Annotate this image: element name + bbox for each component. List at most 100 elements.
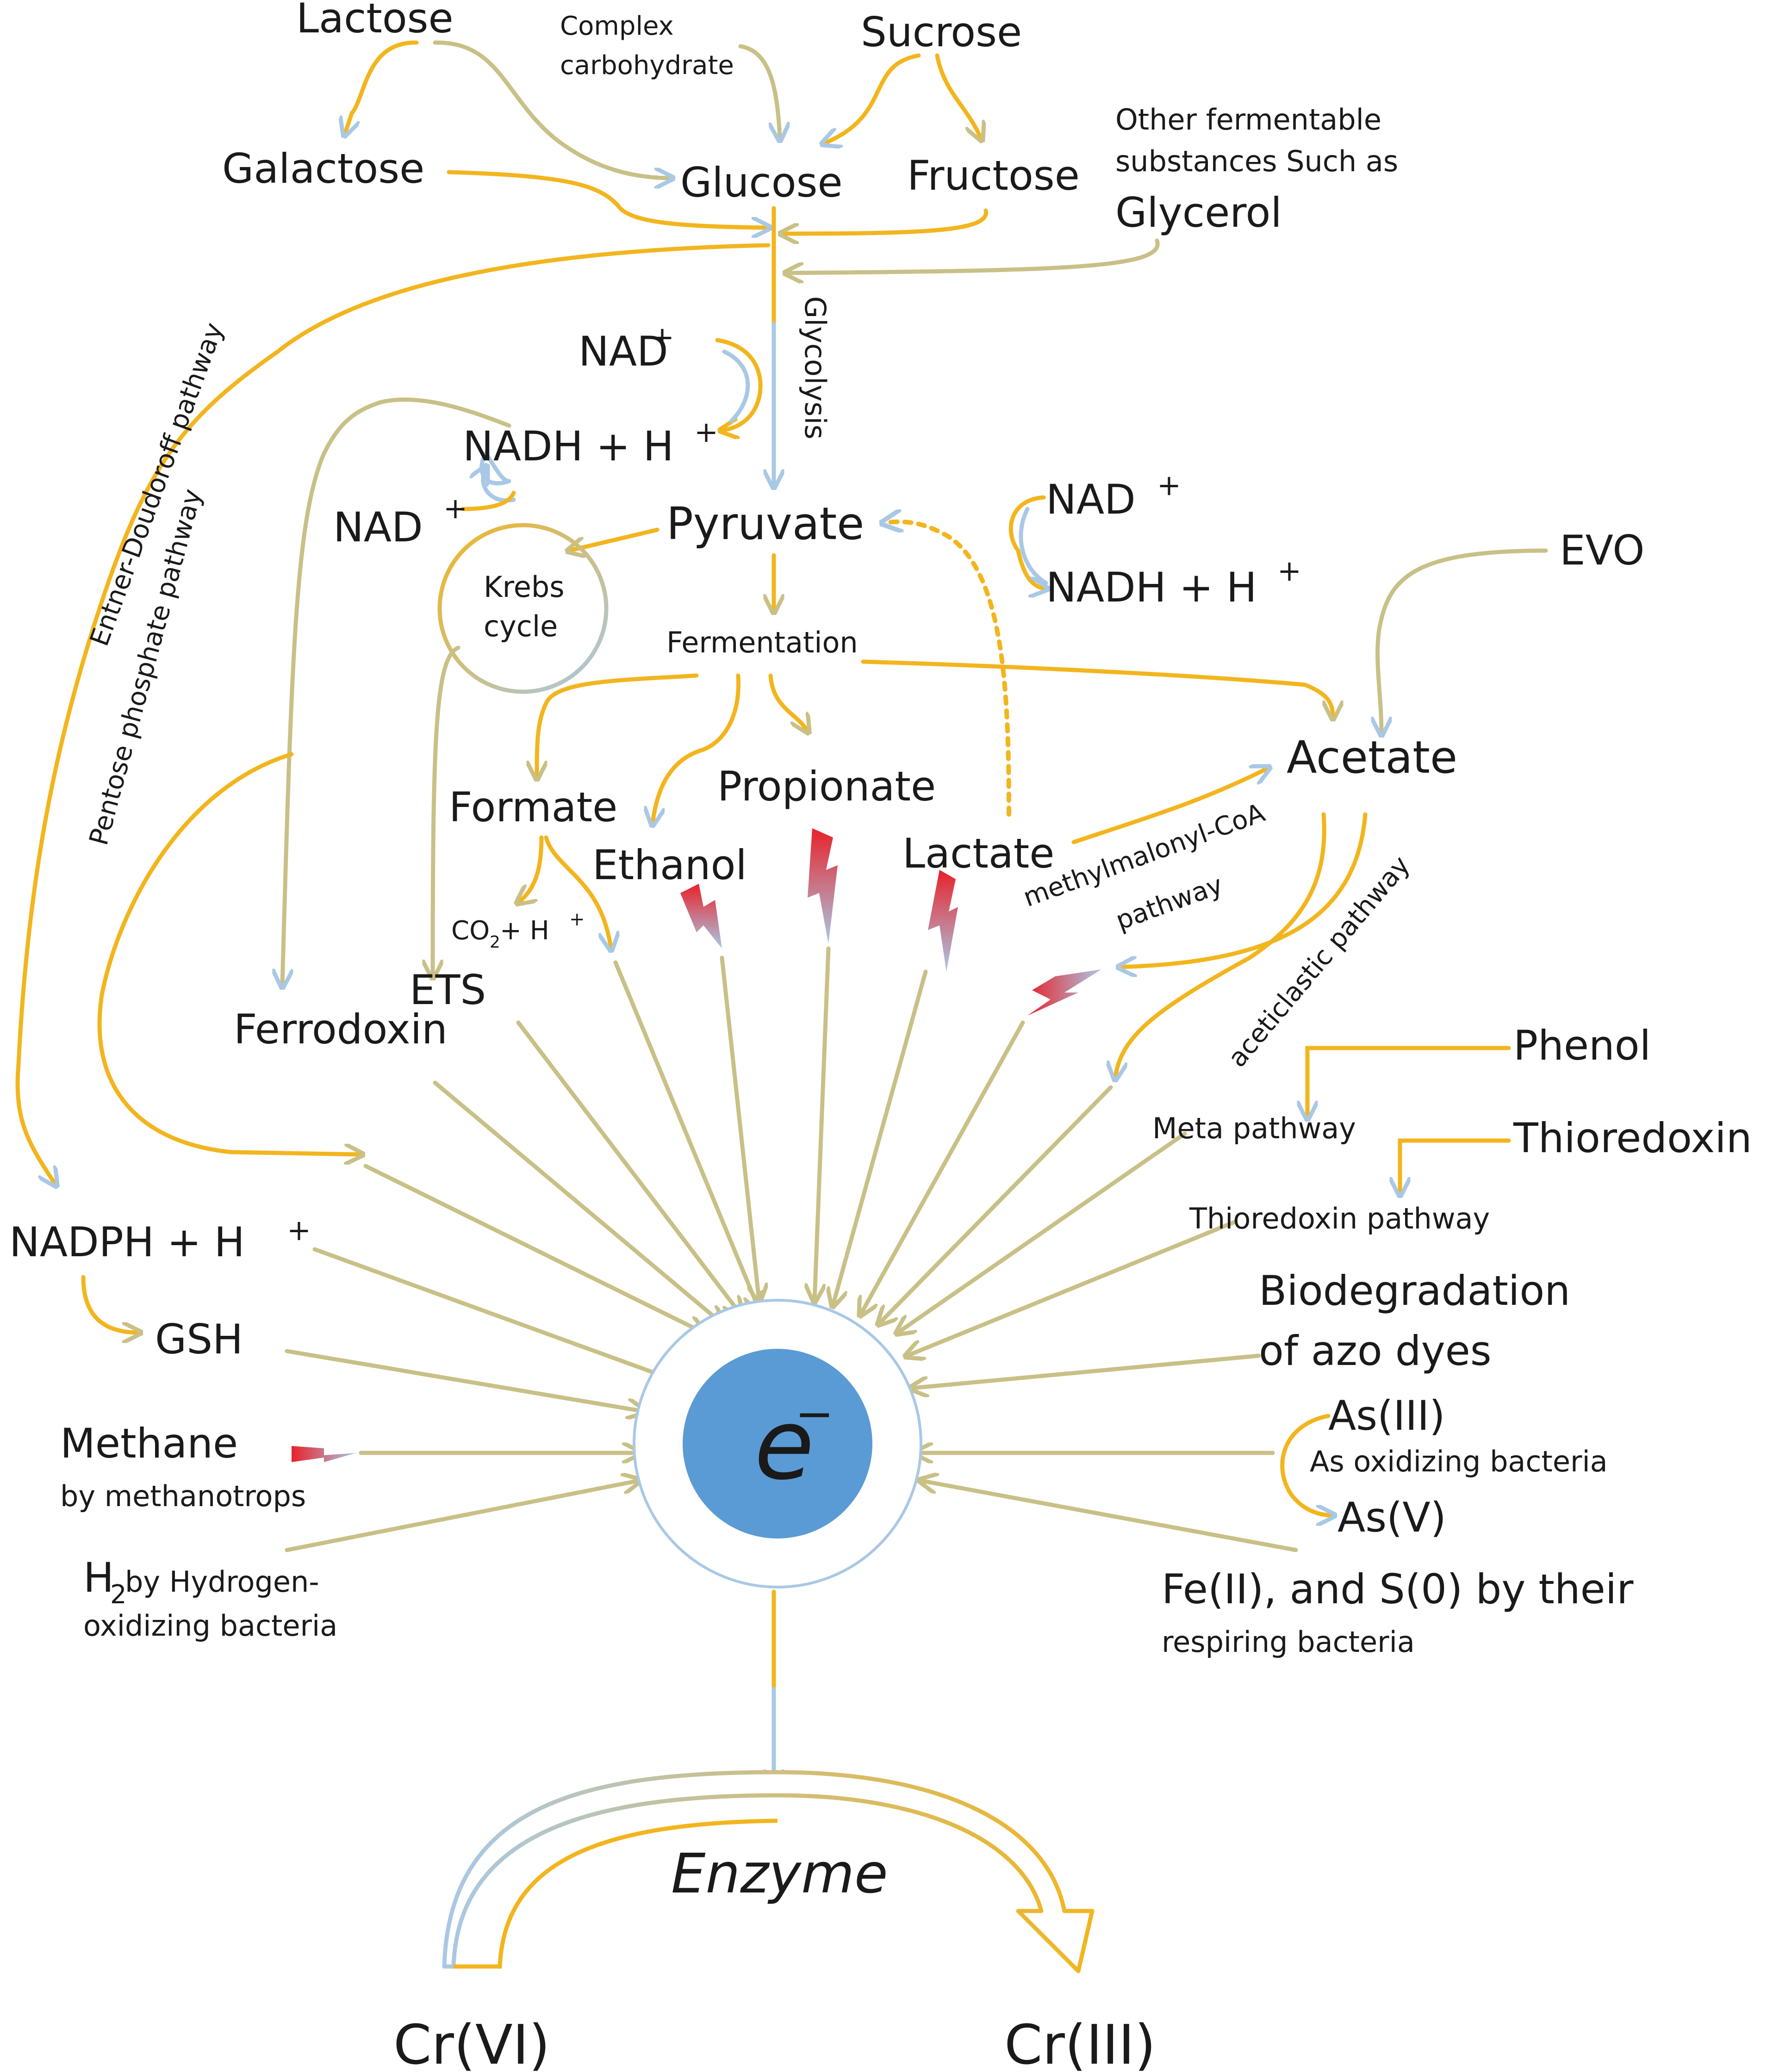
label-fe-1: Fe(II), and S(0) by their — [1162, 1565, 1634, 1613]
label-co2-plus: + — [569, 909, 585, 930]
label-lactose: Lactose — [296, 0, 454, 42]
label-h2-tail: by Hydrogen- — [125, 1565, 319, 1599]
label-nad-top: NAD — [579, 328, 668, 375]
arrow-fermentation-acetate — [861, 659, 1333, 717]
arrow-sucrose-glucose — [824, 53, 921, 143]
label-methanotrops: by methanotrops — [60, 1479, 306, 1513]
label-gsh: GSH — [155, 1315, 243, 1363]
nad-cycle-top — [715, 338, 763, 430]
label-nad-right-plus: + — [1157, 468, 1181, 502]
label-aceticlastic: aceticlastic pathway — [1222, 850, 1416, 1073]
label-as-bacteria: As oxidizing bacteria — [1310, 1445, 1608, 1478]
label-nadh-right-plus: + — [1277, 554, 1301, 588]
arrow-entner-nadph — [15, 243, 771, 1185]
label-h2-line2: oxidizing bacteria — [83, 1609, 337, 1643]
label-ferrodoxin: Ferrodoxin — [234, 1005, 448, 1053]
arrow-galactose-trunk — [447, 170, 768, 228]
electron-superscript: − — [795, 1387, 834, 1441]
arrow-complex-glucose — [738, 44, 780, 139]
formate-split — [518, 835, 611, 949]
arrow-sucrose-fructose — [935, 53, 981, 139]
arrow-pentose-electron — [97, 752, 361, 1154]
electron-circle-icon: e − — [633, 1299, 922, 1588]
label-cr6: Cr(VI) — [393, 2013, 550, 2072]
label-lactate: Lactate — [902, 830, 1054, 877]
electron-label: e — [754, 1388, 814, 1501]
label-as3: As(III) — [1328, 1392, 1445, 1439]
arrow-pyruvate-krebs — [569, 527, 659, 551]
label-nadh-top-plus: + — [694, 415, 718, 449]
label-propionate: Propionate — [717, 763, 936, 810]
label-glucose: Glucose — [680, 159, 843, 206]
arrow-lactate-pyruvate-dotted — [884, 522, 1011, 817]
label-nad-left-plus: + — [443, 491, 467, 525]
arrow-nadph-gsh — [81, 1275, 139, 1333]
sugar-arrows — [345, 40, 1160, 486]
label-acetate: Acetate — [1287, 732, 1457, 783]
left-pathway-curves — [15, 243, 771, 1185]
label-h2: H — [83, 1554, 114, 1601]
label-formate: Formate — [449, 783, 617, 831]
fermentation-branches — [537, 659, 1333, 824]
label-complex-2: carbohydrate — [560, 50, 734, 81]
label-complex-1: Complex — [560, 11, 674, 41]
arrow-lactose-galactose — [345, 40, 419, 134]
label-fe-2: respiring bacteria — [1162, 1625, 1415, 1659]
arrow-lactate-acetate — [1071, 768, 1268, 844]
label-h2-sub: 2 — [110, 1580, 127, 1610]
label-ets: ETS — [410, 966, 486, 1014]
label-methane: Methane — [60, 1420, 238, 1467]
phenol-thioredoxin — [1307, 1046, 1511, 1194]
label-nadph-plus: + — [287, 1213, 311, 1247]
label-thioredoxin-pathway: Thioredoxin pathway — [1189, 1202, 1490, 1235]
label-thioredoxin: Thioredoxin — [1513, 1114, 1752, 1162]
arrow-fermentation-propionate — [768, 673, 808, 731]
arrow-acetate-aceticlastic — [1115, 812, 1326, 1078]
label-glycerol: Glycerol — [1115, 189, 1282, 236]
krebs-cycle — [433, 523, 609, 976]
label-phenol: Phenol — [1513, 1022, 1651, 1069]
arrow-fermentation-formate — [537, 673, 699, 777]
label-biodeg-1: Biodegradation — [1259, 1267, 1570, 1315]
label-ethanol: Ethanol — [592, 841, 747, 889]
nad-cycle-right — [1008, 495, 1046, 589]
label-other-2: substances Such as — [1115, 144, 1398, 178]
nad-cycle-left — [460, 449, 516, 511]
label-co2: CO — [451, 916, 490, 946]
ferrodoxin-line — [282, 397, 511, 986]
cr-reduction-arrow — [442, 1770, 1095, 1973]
label-nad-left: NAD — [333, 503, 423, 551]
labels: Lactose Complex carbohydrate Sucrose Gal… — [9, 0, 1752, 2072]
label-sucrose: Sucrose — [861, 8, 1022, 56]
label-nad-top-plus: + — [650, 320, 674, 354]
arrow-glycerol-trunk — [787, 238, 1160, 273]
arrow-evo-acetate — [1378, 548, 1548, 733]
pyruvate-branches — [569, 522, 1011, 817]
label-enzyme: Enzyme — [671, 1842, 888, 1905]
label-as5: As(V) — [1338, 1494, 1446, 1541]
label-nadph: NADPH + H — [9, 1218, 245, 1266]
label-co2-sub: 2 — [490, 933, 500, 952]
label-nad-right: NAD — [1046, 476, 1136, 523]
label-biodeg-2: of azo dyes — [1259, 1327, 1492, 1375]
arrow-lactose-glucose — [433, 40, 671, 178]
arrow-acetate-methylmalonyl — [1120, 812, 1368, 967]
label-co2-tail: + H — [500, 916, 549, 946]
arrow-fructose-trunk — [782, 208, 988, 234]
lightning-icon — [292, 828, 1101, 1462]
label-nadh-top: NADH + H — [463, 422, 674, 470]
label-glycolysis: Glycolysis — [798, 296, 832, 440]
label-evo: EVO — [1560, 527, 1645, 574]
label-methylmalonyl-2: pathway — [1112, 870, 1227, 936]
label-nadh-right: NADH + H — [1046, 564, 1257, 611]
label-krebs-2: cycle — [484, 609, 558, 643]
arrow-as3-as5 — [1280, 1414, 1333, 1515]
label-meta-pathway: Meta pathway — [1152, 1111, 1356, 1145]
arrow-fermentation-ethanol — [653, 673, 741, 824]
radial-arrows — [285, 946, 1298, 1552]
arrow-krebs-ets — [433, 645, 460, 976]
label-fermentation: Fermentation — [666, 626, 858, 659]
label-galactose: Galactose — [222, 145, 424, 192]
label-cr3: Cr(III) — [1004, 2013, 1156, 2072]
